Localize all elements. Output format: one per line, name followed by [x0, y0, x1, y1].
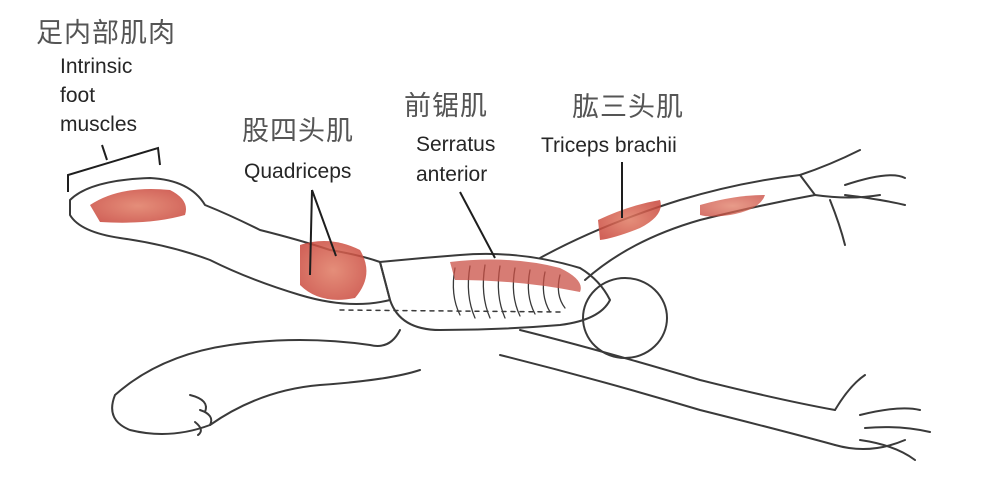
triceps-label-zh: 肱三头肌	[572, 92, 684, 123]
serratus-label-zh: 前锯肌	[404, 91, 488, 122]
triceps-muscle	[598, 200, 661, 240]
raised-leg-outline	[69, 177, 391, 305]
foot-muscle	[90, 189, 186, 223]
serratus-label-en-2: anterior	[416, 163, 488, 186]
foot-bracket	[67, 146, 161, 192]
foot-label-en-2: foot	[60, 84, 96, 107]
quadriceps-label-en: Quadriceps	[244, 160, 352, 183]
foot-label-zh: 足内部肌肉	[36, 18, 176, 49]
muscle-highlights	[90, 189, 765, 300]
quadriceps-pointer	[309, 189, 337, 276]
serratus-muscle	[450, 259, 581, 292]
triceps-label-en: Triceps brachii	[541, 134, 677, 157]
foot-label-en-1: Intrinsic	[60, 55, 133, 78]
serratus-label-en-1: Serratus	[416, 133, 496, 156]
quadriceps-muscle	[300, 241, 367, 300]
forearm-muscle	[700, 195, 765, 217]
serratus-pointer	[459, 191, 496, 259]
quadriceps-label-zh: 股四头肌	[242, 116, 354, 147]
head-outline	[582, 277, 668, 359]
foot-label-en-3: muscles	[60, 113, 138, 136]
